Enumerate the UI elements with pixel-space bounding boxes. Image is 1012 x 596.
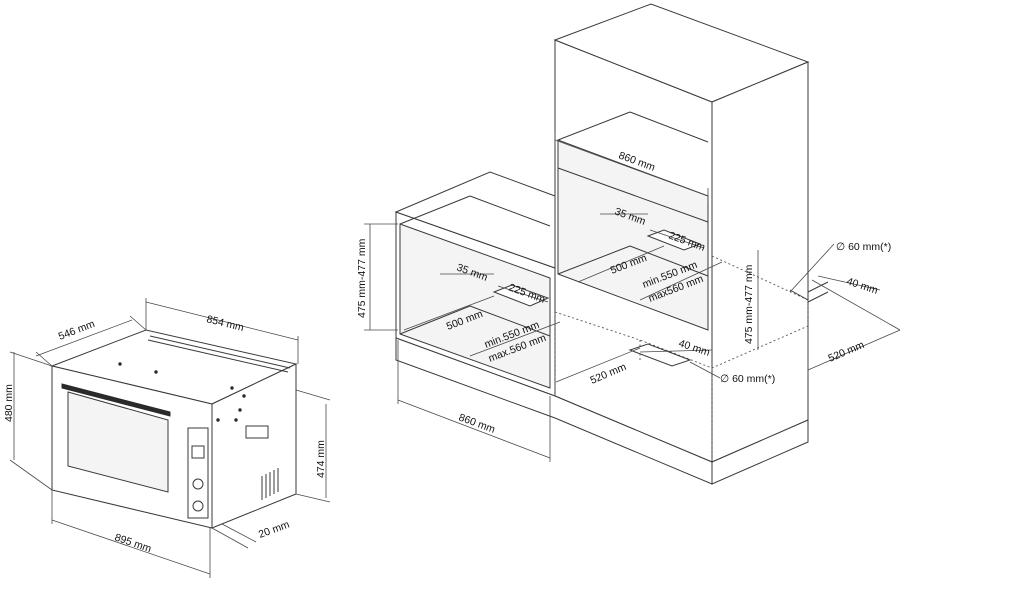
- diameter-icon: ∅: [836, 241, 848, 253]
- cabinet-dimensions: [364, 132, 901, 462]
- oven-drawing: [50, 329, 298, 529]
- oven-dimensions: [9, 298, 331, 578]
- oven-handle: [61, 383, 171, 417]
- side-grille: [261, 468, 279, 500]
- base-hole-value: 60 mm(*): [732, 373, 775, 385]
- base-hole-label: ∅ 60 mm(*): [720, 373, 775, 385]
- tall-niche-label: 475 mm-477 mm: [743, 264, 755, 344]
- tall-unit-side: [711, 61, 809, 463]
- tall-vent-slot: [646, 229, 702, 251]
- tall-hole-label: ∅ 60 mm(*): [836, 241, 891, 253]
- knob-bottom: [192, 500, 204, 512]
- oven-width-bottom-label: 895 mm: [113, 531, 153, 555]
- knob-top: [192, 478, 204, 490]
- plinth-side: [711, 419, 809, 485]
- oven-door-window: [67, 391, 169, 493]
- base-unit-top: [394, 171, 556, 269]
- base-niche-label: 475 mm-477 mm: [356, 238, 368, 318]
- diameter-icon: ∅: [720, 373, 732, 385]
- tall-vent-depth-label: 40 mm: [845, 275, 879, 296]
- cabinet-drawing: [394, 3, 829, 485]
- base-niche: [399, 223, 551, 389]
- side-bracket: [245, 425, 269, 439]
- oven-depth-label: 546 mm: [57, 318, 97, 343]
- floor-vent: [628, 343, 692, 367]
- tall-rear-label: 520 mm: [826, 339, 866, 365]
- oven-body-height-label: 474 mm: [315, 440, 327, 478]
- base-vent-slot: [492, 284, 550, 307]
- oven-door-label: 20 mm: [257, 518, 291, 540]
- base-width-label: 860 mm: [457, 412, 497, 436]
- tall-hole-value: 60 mm(*): [848, 241, 891, 253]
- oven-width-top-label: 854 mm: [205, 313, 245, 334]
- display: [191, 445, 205, 459]
- oven-height-label: 480 mm: [3, 384, 15, 422]
